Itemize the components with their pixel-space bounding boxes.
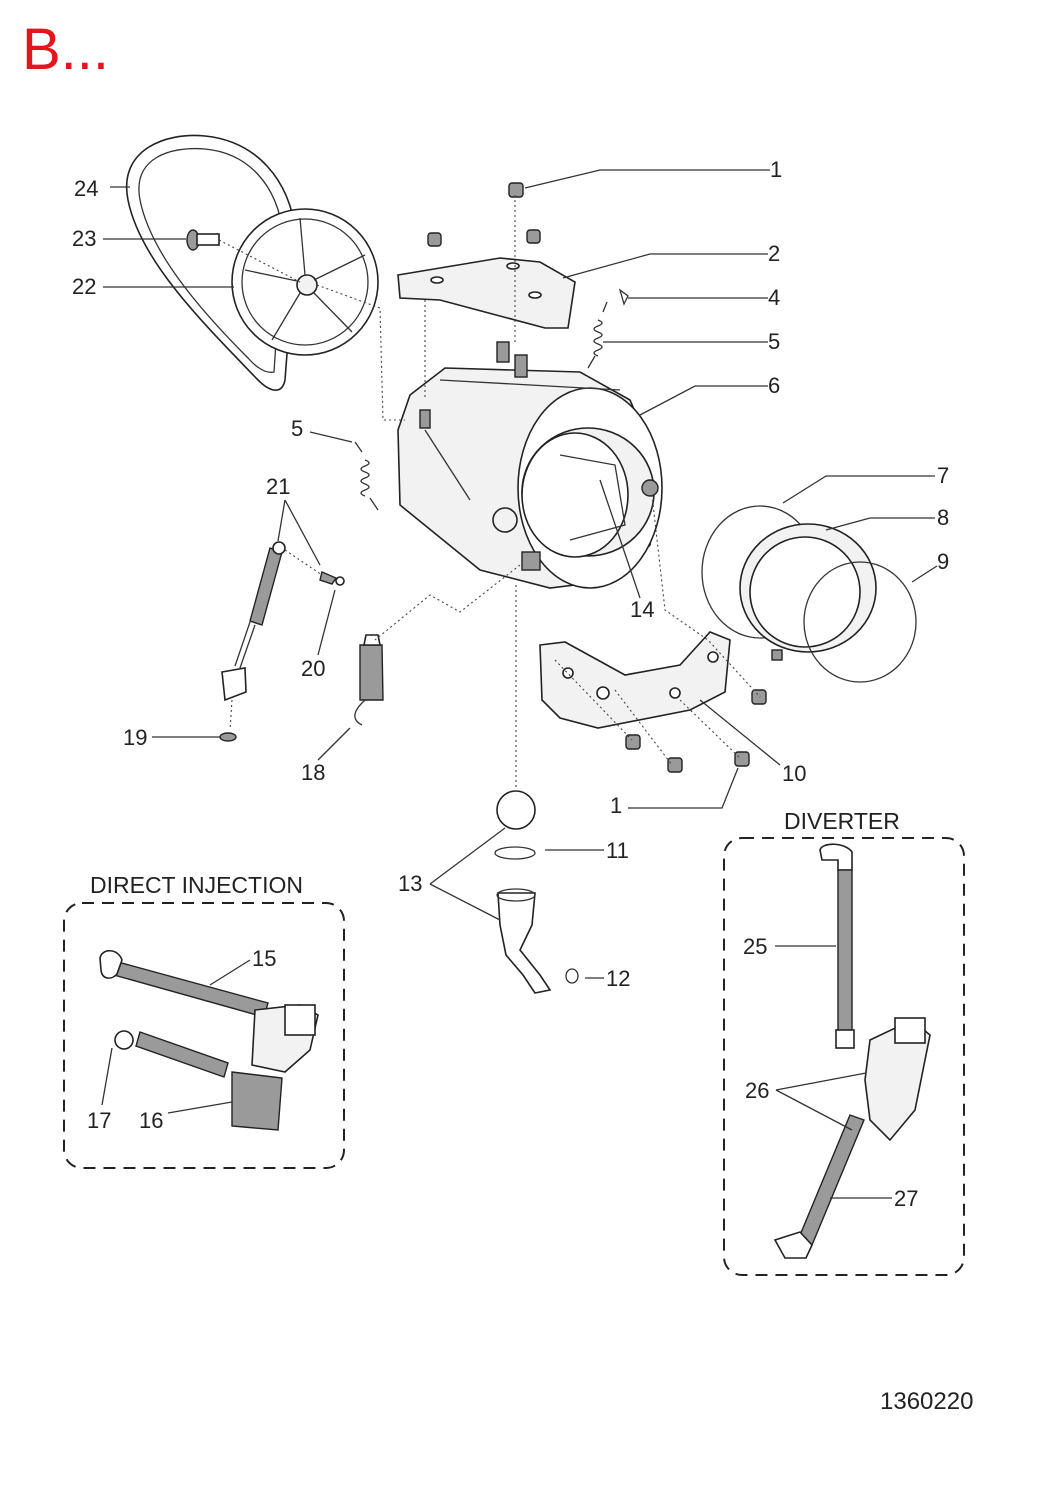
nut-icon[interactable]: [427, 182, 541, 247]
callout-9: 9: [937, 549, 949, 574]
counterweight-top-icon[interactable]: [397, 257, 576, 329]
callout-7: 7: [937, 463, 949, 488]
door-gasket-icon[interactable]: [701, 505, 917, 683]
pin-icon[interactable]: [319, 571, 345, 586]
page-heading: B...: [22, 17, 110, 82]
callout-13: 13: [398, 871, 422, 896]
hose-icon[interactable]: [773, 1114, 865, 1259]
direct-injection-title: DIRECT INJECTION: [90, 872, 303, 898]
diverter-title-bg: [780, 806, 912, 836]
pulley-bolt-icon[interactable]: [186, 229, 220, 251]
assembly-lines: [218, 195, 761, 790]
pulley-icon[interactable]: [231, 208, 379, 356]
direct-injection-title-bg: [86, 870, 324, 900]
hose-icon[interactable]: [99, 949, 269, 1078]
callout-18: 18: [301, 760, 325, 785]
callout-6: 6: [768, 373, 780, 398]
callout-21: 21: [266, 474, 290, 499]
callout-12: 12: [606, 966, 630, 991]
callout-27: 27: [894, 1186, 918, 1211]
sump-hose-icon[interactable]: [496, 888, 552, 994]
callout-20: 20: [301, 656, 325, 681]
callout-25: 25: [743, 934, 767, 959]
diverter-title: DIVERTER: [784, 808, 900, 834]
callout-19: 19: [123, 725, 147, 750]
shock-absorber-icon[interactable]: [221, 541, 286, 702]
callout-22: 22: [72, 274, 96, 299]
callout-16: 16: [139, 1108, 163, 1133]
callout-1-top: 1: [770, 157, 782, 182]
callout-labels: 1 2 4 5 6 5 7 8 9 14 24 23 22 21 20 19 1…: [72, 157, 949, 1211]
callout-24: 24: [74, 176, 98, 201]
callout-5-right: 5: [768, 329, 780, 354]
callout-23: 23: [72, 226, 96, 251]
callout-1-bottom: 1: [610, 793, 622, 818]
bellow-hose-icon[interactable]: [354, 634, 384, 726]
leader-lines: [101, 169, 938, 1199]
washer-icon[interactable]: [219, 732, 237, 742]
callout-15: 15: [252, 946, 276, 971]
callout-11: 11: [606, 838, 629, 863]
diverter-group: [723, 837, 965, 1276]
pump-icon[interactable]: [231, 1004, 319, 1131]
counterweight-bottom-icon[interactable]: [539, 631, 731, 729]
callout-14: 14: [630, 597, 654, 622]
callout-8: 8: [937, 505, 949, 530]
callout-4: 4: [768, 285, 780, 310]
hose-clamp-icon[interactable]: [494, 846, 579, 984]
document-number: 1360220: [880, 1388, 974, 1415]
hose-icon[interactable]: [819, 843, 855, 1049]
callout-2: 2: [768, 241, 780, 266]
diverter-valve-icon[interactable]: [864, 1017, 931, 1142]
ball-valve-icon[interactable]: [496, 790, 536, 830]
direct-injection-group: [63, 902, 345, 1169]
spring-icon[interactable]: [354, 301, 608, 511]
callout-5-left: 5: [291, 416, 303, 441]
callout-26: 26: [745, 1078, 769, 1103]
callout-10: 10: [782, 761, 806, 786]
tub-icon[interactable]: [397, 341, 663, 589]
nut-icon[interactable]: [625, 689, 767, 773]
callout-17: 17: [87, 1108, 111, 1133]
clip-icon[interactable]: [618, 288, 629, 306]
